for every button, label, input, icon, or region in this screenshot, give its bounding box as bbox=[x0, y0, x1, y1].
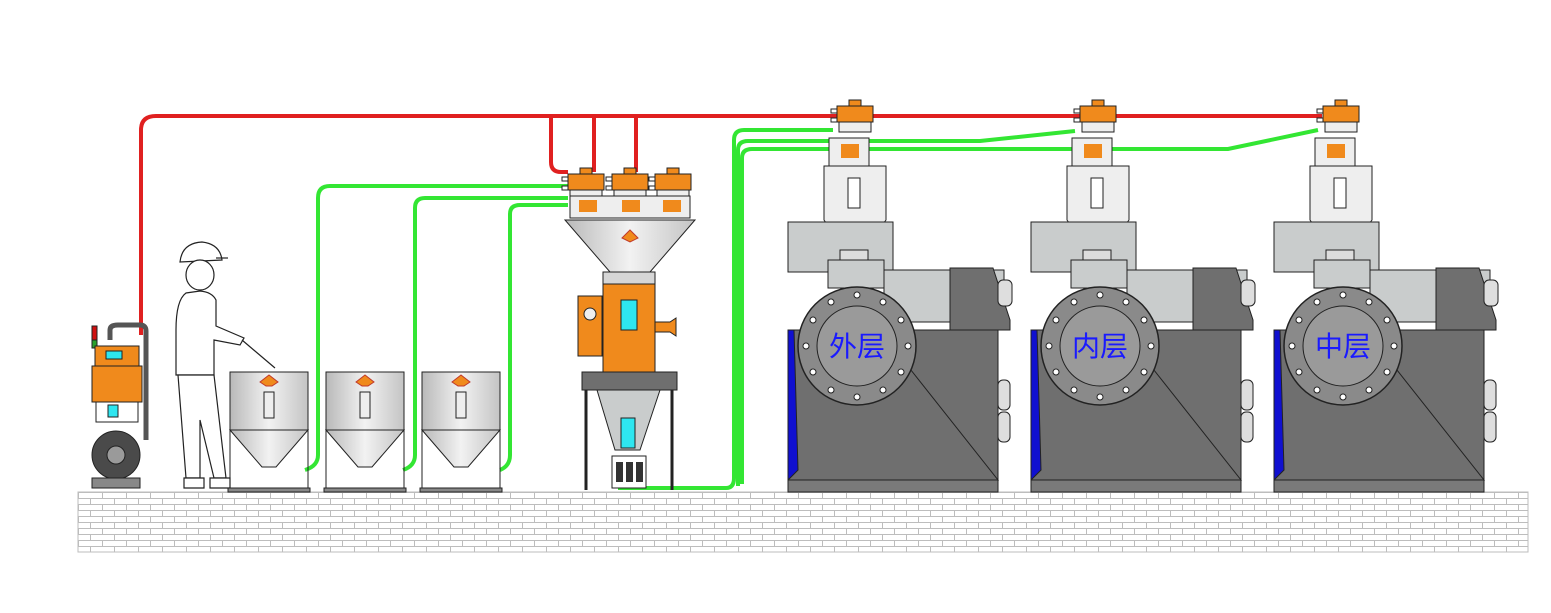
extruder-label-inner: 内层 bbox=[1072, 330, 1128, 363]
extruder bbox=[787, 99, 1013, 493]
material-lines bbox=[304, 128, 1319, 490]
extruder bbox=[1273, 99, 1499, 493]
extruder-label-outer: 外层 bbox=[829, 330, 885, 363]
storage-bin bbox=[419, 371, 503, 493]
brick-floor bbox=[77, 491, 1529, 553]
extruder-label-middle: 中层 bbox=[1315, 330, 1371, 363]
vacuum-lines bbox=[139, 114, 1322, 335]
worker-figure bbox=[175, 241, 276, 489]
extruder bbox=[1030, 99, 1256, 493]
gravimetric-blender bbox=[561, 167, 697, 490]
storage-bin bbox=[227, 371, 311, 493]
vacuum-pump bbox=[91, 322, 149, 489]
storage-bin bbox=[323, 371, 407, 493]
